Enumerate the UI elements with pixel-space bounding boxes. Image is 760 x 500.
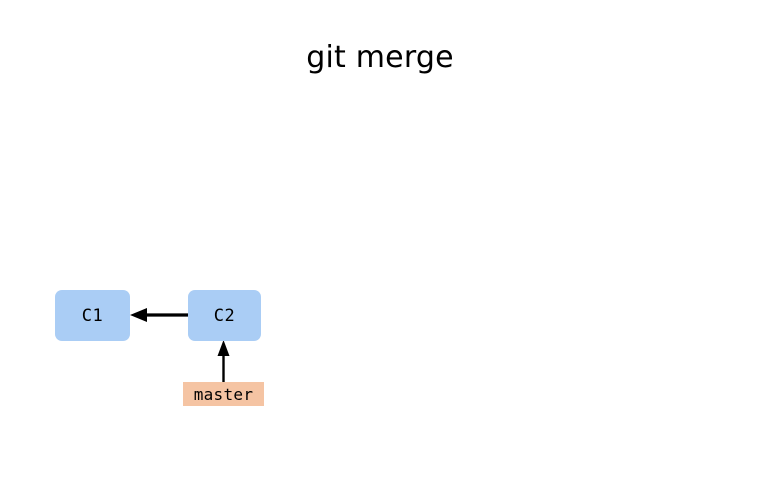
commit-node-c2-label: C2: [213, 305, 236, 326]
branch-label-master-text: master: [193, 384, 254, 404]
commit-node-c2[interactable]: C2: [188, 290, 261, 341]
commit-node-c1-label: C1: [81, 305, 104, 326]
commit-node-c1[interactable]: C1: [55, 290, 130, 341]
edge-master-to-c2: [217, 340, 230, 382]
edge-c2-to-c1: [130, 308, 188, 322]
branch-label-master[interactable]: master: [183, 382, 264, 406]
edge-master-to-c2-arrowhead: [217, 340, 230, 356]
edge-c2-to-c1-arrowhead: [130, 308, 147, 322]
page-title: git merge: [306, 40, 454, 75]
